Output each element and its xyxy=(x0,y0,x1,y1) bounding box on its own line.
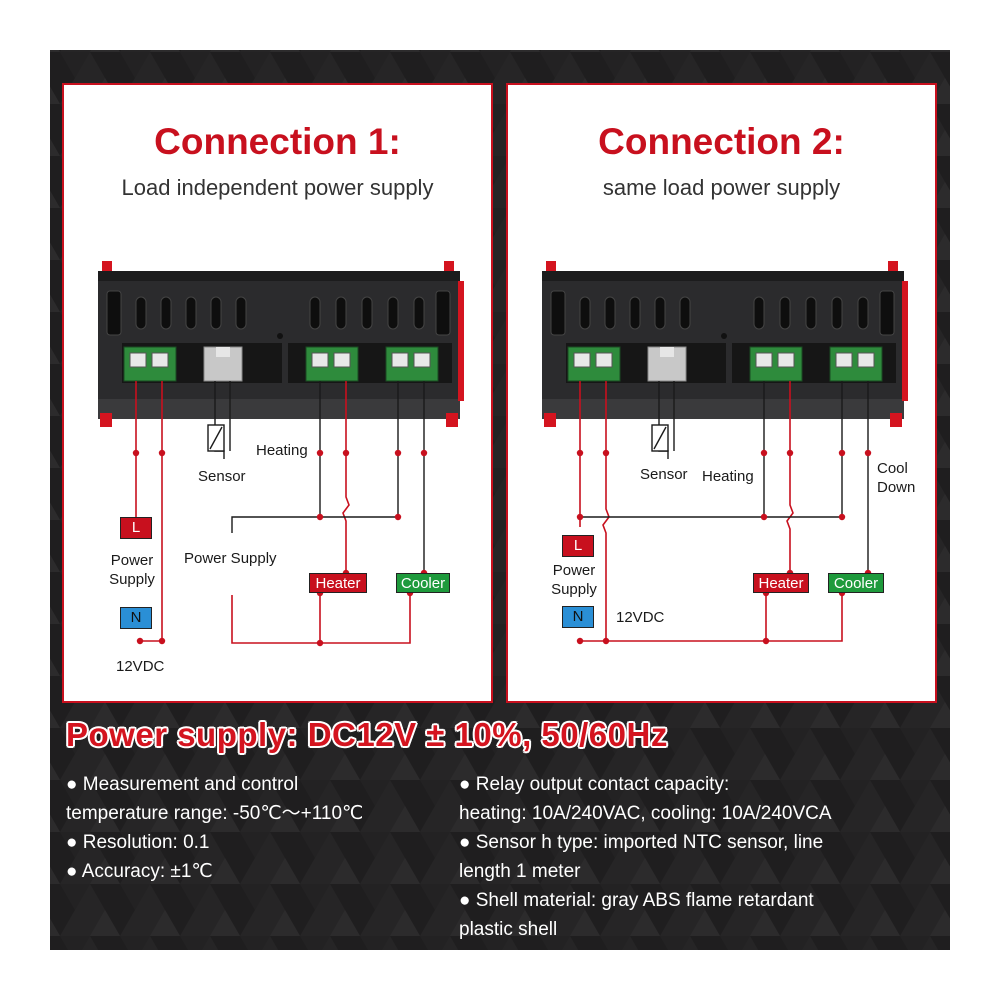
live-terminal-l: L xyxy=(120,517,152,539)
live-terminal-l: L xyxy=(562,535,594,557)
spec-line: plastic shell xyxy=(459,919,558,940)
connection-1-subtitle: Load independent power supply xyxy=(121,175,434,200)
spec-line: ● Relay output contact capacity: xyxy=(459,774,730,795)
spec-line: heating: 10A/240VAC, cooling: 10A/240VCA xyxy=(459,803,832,824)
specs-right-list: ● Relay output contact capacity: heating… xyxy=(459,770,929,944)
specs-left-list: ● Measurement and control temperature ra… xyxy=(66,770,446,886)
connection-1-panel: Connection 1: Load independent power sup… xyxy=(62,83,493,703)
cooler-terminal: Cooler xyxy=(396,573,450,593)
power-supply-label: Power Supply xyxy=(184,550,277,567)
connection-2-title: Connection 2: xyxy=(598,121,845,162)
controller-back-icon xyxy=(542,261,908,427)
neutral-terminal-n: N xyxy=(562,606,594,628)
connection-2-subtitle: same load power supply xyxy=(602,175,841,200)
heater-terminal: Heater xyxy=(753,573,809,593)
heating-label: Heating xyxy=(702,468,754,485)
connection-1-diagram xyxy=(98,261,464,647)
spec-line: ● Accuracy: ±1℃ xyxy=(66,861,213,882)
power-supply-headline: Power supply: DC12V ± 10%, 50/60Hz xyxy=(66,716,668,753)
spec-line: ● Resolution: 0.1 xyxy=(66,832,210,853)
sensor-label: Sensor xyxy=(198,468,246,485)
controller-back-icon xyxy=(98,261,464,427)
voltage-label: 12VDC xyxy=(116,658,165,675)
heating-label: Heating xyxy=(256,442,308,459)
cool-down-label: Cool Down xyxy=(877,460,916,496)
spec-line: temperature range: -50℃〜+110℃ xyxy=(66,803,364,824)
heater-terminal: Heater xyxy=(309,573,367,593)
connection-2-diagram xyxy=(542,261,908,645)
connection-2-panel: Connection 2: same load power supply xyxy=(506,83,937,703)
spec-line: ● Shell material: gray ABS flame retarda… xyxy=(459,890,814,911)
power-supply-left-label: Power Supply xyxy=(551,562,597,598)
connection-1-title: Connection 1: xyxy=(154,121,401,162)
sensor-label: Sensor xyxy=(640,466,688,483)
voltage-label: 12VDC xyxy=(616,609,665,626)
spec-line: ● Sensor h type: imported NTC sensor, li… xyxy=(459,832,824,853)
spec-line: length 1 meter xyxy=(459,861,581,882)
cooler-terminal: Cooler xyxy=(828,573,884,593)
power-supply-left-label: Power Supply xyxy=(109,552,155,588)
neutral-terminal-n: N xyxy=(120,607,152,629)
spec-line: ● Measurement and control xyxy=(66,774,299,795)
